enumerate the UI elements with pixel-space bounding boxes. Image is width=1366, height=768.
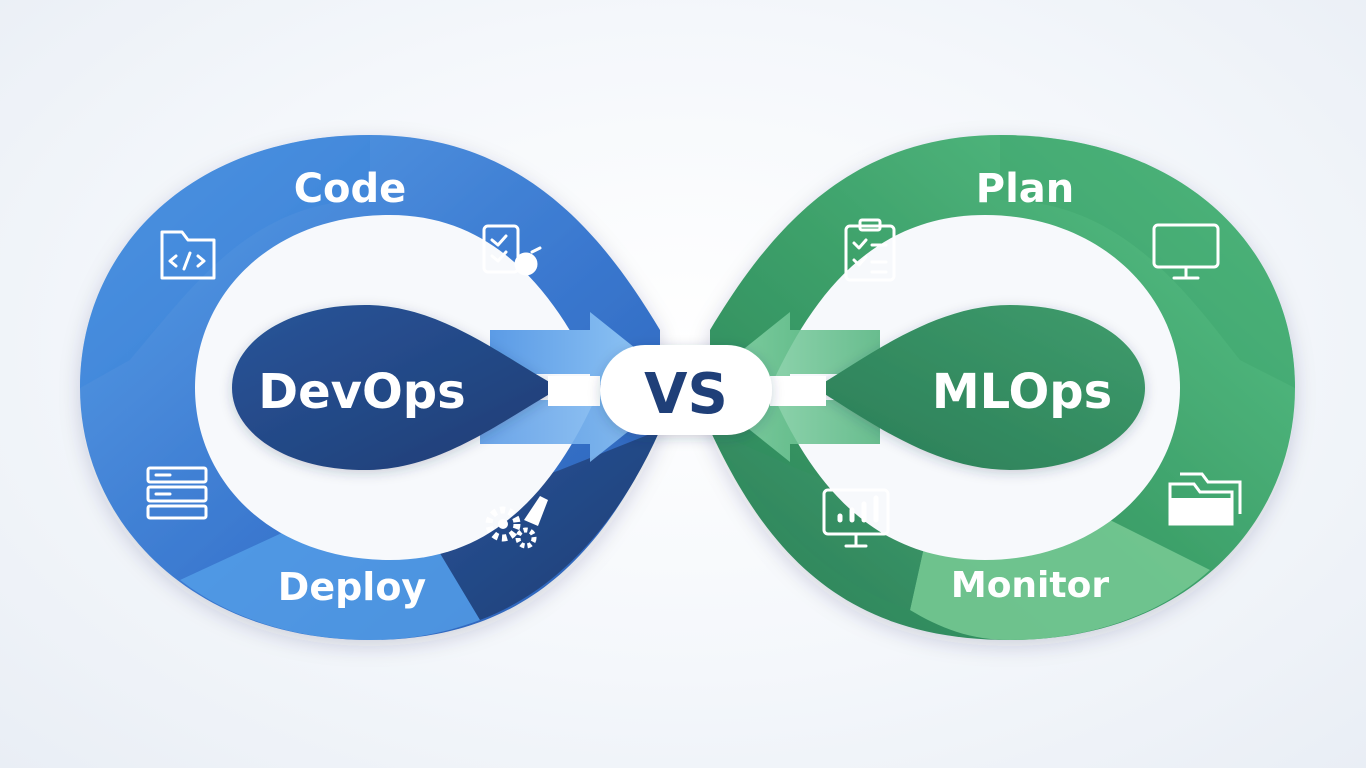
checklist-gear-icon (482, 224, 542, 276)
code-file-icon (160, 230, 216, 280)
mlops-core (815, 305, 1145, 470)
devops-core (232, 305, 560, 470)
devops-segment-left (80, 135, 370, 388)
devops-connector (548, 376, 600, 406)
devops-segment-dark (420, 430, 660, 620)
devops-label-code: Code (294, 166, 407, 212)
server-rack-icon (146, 466, 208, 520)
devops-title: DevOps (258, 364, 465, 420)
clipboard-checklist-icon (844, 218, 896, 282)
gears-rocket-icon (485, 496, 548, 549)
chart-monitor-icon (822, 488, 890, 548)
mlops-connector (770, 376, 826, 406)
mlops-label-monitor: Monitor (951, 565, 1109, 606)
folders-icon (1168, 472, 1242, 526)
mlops-segment-right (1000, 135, 1295, 388)
vs-label: VS (644, 362, 728, 427)
mlops-title: MLOps (932, 364, 1112, 420)
mlops-segment-dark (710, 430, 930, 610)
devops-label-deploy: Deploy (278, 565, 427, 609)
monitor-icon (1152, 223, 1220, 280)
mlops-label-plan: Plan (976, 166, 1075, 212)
vs-badge (600, 345, 772, 435)
